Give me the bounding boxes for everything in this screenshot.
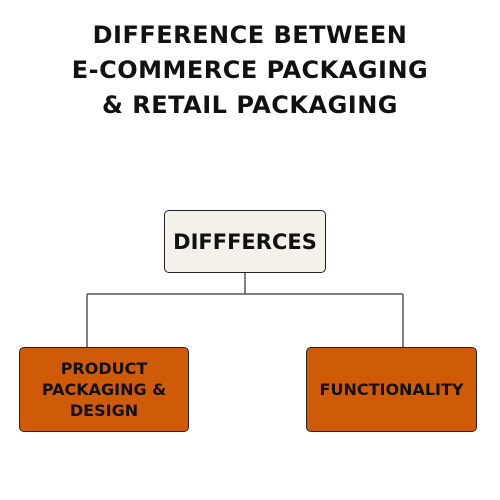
child-node-product-packaging: PRODUCT PACKAGING & DESIGN xyxy=(19,347,189,432)
child-node-label-line: DESIGN xyxy=(69,401,139,420)
root-node-label: DIFFFERCES xyxy=(173,229,317,254)
page-title: DIFFERENCE BETWEEN E-COMMERCE PACKAGING … xyxy=(0,18,500,123)
child-node-label-line: FUNCTIONALITY xyxy=(319,380,464,399)
child-node-label-line: PACKAGING & xyxy=(41,380,167,399)
child-node-functionality: FUNCTIONALITY xyxy=(306,347,477,432)
child-node-label-line: PRODUCT xyxy=(60,359,148,378)
title-line: & RETAIL PACKAGING xyxy=(102,91,398,119)
root-node: DIFFFERCES xyxy=(164,210,326,273)
title-line: DIFFERENCE BETWEEN xyxy=(92,21,408,49)
title-line: E-COMMERCE PACKAGING xyxy=(71,56,429,84)
